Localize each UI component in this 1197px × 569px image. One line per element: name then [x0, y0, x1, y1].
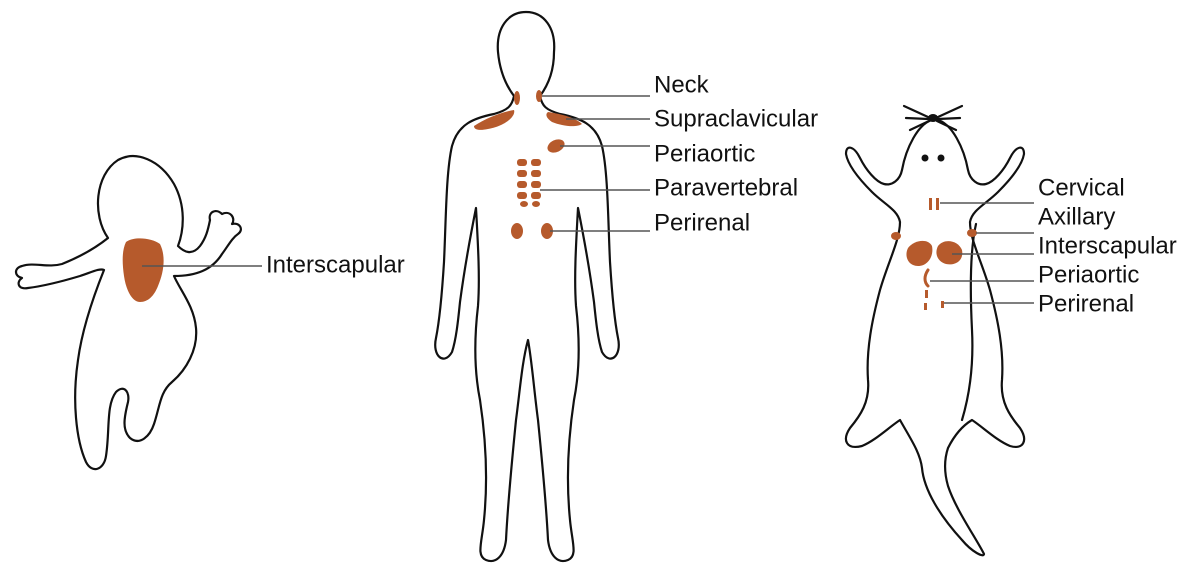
adult-fat-deposits — [474, 90, 582, 239]
adult-label-neck: Neck — [654, 71, 710, 98]
mouse-label-perirenal: Perirenal — [1038, 290, 1134, 317]
adult-label-perirenal: Perirenal — [654, 209, 750, 236]
adult-body-outline — [435, 12, 619, 561]
adult-paravertebral-fat — [531, 181, 541, 188]
mouse-cervical-fat — [936, 198, 939, 210]
mouse-axillary-fat-right — [967, 229, 977, 237]
mouse-eye-left — [922, 155, 929, 162]
mouse-label-axillary: Axillary — [1038, 203, 1115, 230]
mouse-label-interscapular: Interscapular — [1038, 232, 1177, 259]
mouse-axillary-fat-left — [891, 232, 901, 240]
adult-paravertebral-fat — [517, 192, 527, 199]
adult-paravertebral-fat — [517, 181, 527, 188]
mouse-eye-right — [938, 155, 945, 162]
adult-figure: Neck Supraclavicular Periaortic Paravert… — [435, 12, 818, 561]
mouse-periaortic-fat — [925, 290, 928, 298]
infant-body-outline — [16, 156, 241, 469]
mouse-nose — [928, 114, 938, 122]
adult-neck-fat-right — [536, 90, 542, 102]
adult-perirenal-fat-left — [511, 223, 523, 239]
infant-label-interscapular: Interscapular — [266, 251, 405, 278]
mouse-body-outline — [846, 119, 1024, 555]
adult-label-paravertebral: Paravertebral — [654, 174, 798, 201]
adult-paravertebral-fat — [531, 170, 541, 177]
adult-label-periaortic: Periaortic — [654, 140, 755, 167]
mouse-perirenal-fat — [924, 303, 927, 310]
adult-paravertebral-fat — [520, 201, 528, 207]
mouse-figure: Cervical Axillary Interscapular Periaort… — [846, 106, 1177, 555]
adult-paravertebral-fat — [531, 159, 541, 166]
mouse-interscapular-fat-left — [906, 241, 932, 266]
mouse-label-periaortic: Periaortic — [1038, 261, 1139, 288]
adult-paravertebral-fat — [517, 170, 527, 177]
infant-interscapular-fat — [123, 238, 164, 302]
infant-figure: Interscapular — [16, 156, 405, 469]
mouse-label-cervical: Cervical — [1038, 174, 1125, 201]
mouse-cervical-fat — [929, 198, 932, 210]
mouse-perirenal-fat — [941, 301, 944, 308]
mouse-interscapular-fat-right — [936, 241, 962, 264]
adult-paravertebral-fat — [531, 192, 541, 199]
adult-neck-fat-left — [514, 91, 520, 105]
adult-paravertebral-fat — [517, 159, 527, 166]
adult-paravertebral-fat — [532, 201, 540, 207]
mouse-periaortic-fat — [925, 270, 928, 286]
adult-label-supraclavicular: Supraclavicular — [654, 105, 818, 132]
